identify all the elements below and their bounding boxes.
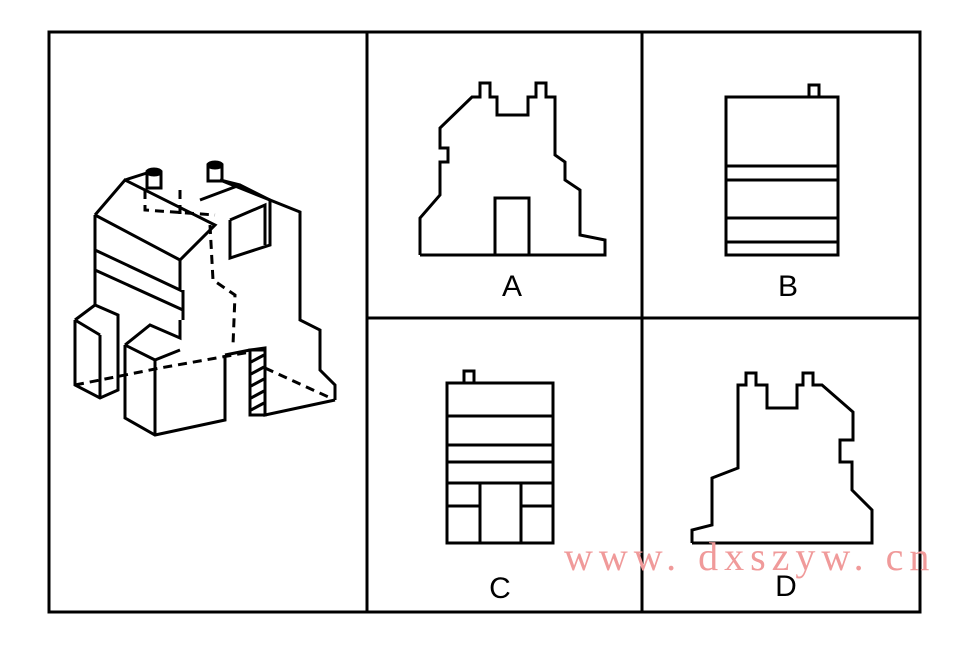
option-b-view [724,83,840,257]
option-b-label: B [778,270,798,303]
option-d-view [690,371,874,545]
option-c-view [445,369,555,545]
option-d-label: D [775,570,797,603]
option-a-label: A [502,270,522,303]
option-c-label: C [489,572,511,605]
option-a-view [418,81,607,257]
watermark-text: www. dxszyw. cn [564,534,935,579]
isometric-solid-drawing [73,160,337,437]
answer-grid [47,30,922,614]
